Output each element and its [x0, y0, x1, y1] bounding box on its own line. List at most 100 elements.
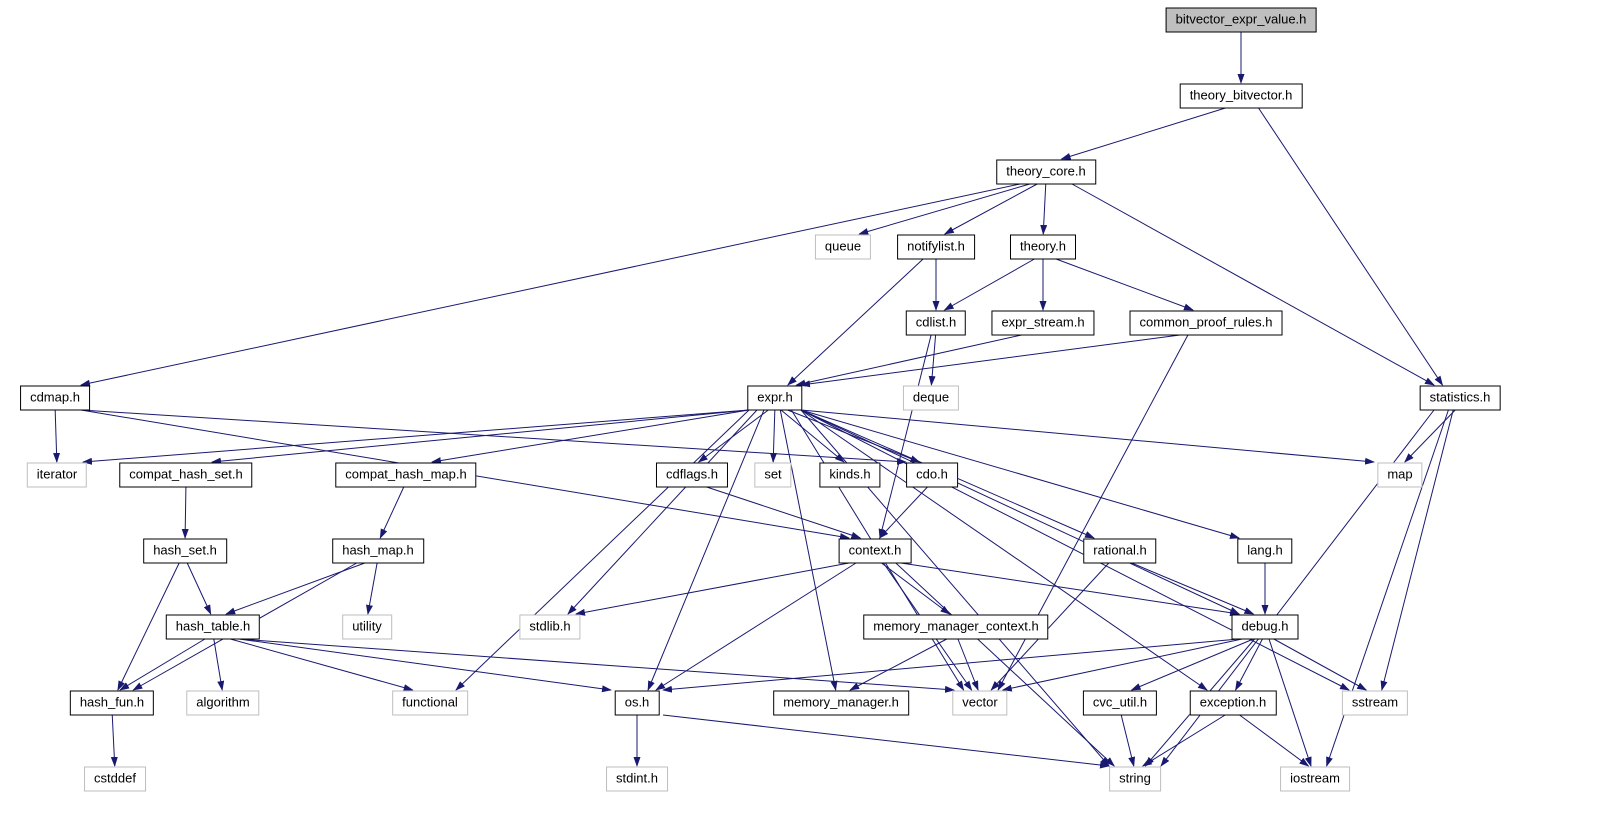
- graph-node-algorithm: algorithm: [186, 690, 260, 716]
- graph-node-set: set: [754, 462, 792, 488]
- graph-node-context[interactable]: context.h: [838, 538, 912, 564]
- graph-node-debug[interactable]: debug.h: [1231, 614, 1299, 640]
- graph-node-theory[interactable]: theory.h: [1009, 234, 1077, 260]
- edge-cdlist-deque: [928, 334, 937, 386]
- edge-theory_core-statistics: [1071, 183, 1435, 386]
- edge-expr-exception: [800, 409, 1208, 691]
- edge-expr-compat_hash_map: [431, 409, 750, 464]
- graph-node-memory_manager[interactable]: memory_manager.h: [773, 690, 909, 716]
- edge-context-stdlib: [575, 562, 850, 616]
- edge-theory_core-cdmap: [80, 183, 1021, 387]
- graph-node-iostream: iostream: [1280, 766, 1350, 792]
- edge-common_proof_rules-expr: [800, 334, 1181, 388]
- graph-node-notifylist[interactable]: notifylist.h: [897, 234, 975, 260]
- edge-expr-memory_manager: [779, 409, 838, 691]
- graph-node-os[interactable]: os.h: [614, 690, 660, 716]
- graph-node-common_proof_rules[interactable]: common_proof_rules.h: [1129, 310, 1283, 336]
- edge-cdmap-iterator: [53, 409, 61, 463]
- edge-rational-debug: [1131, 562, 1255, 615]
- edge-rational-vector: [990, 562, 1110, 691]
- edge-expr-kinds: [780, 409, 845, 463]
- edge-context-string: [895, 562, 1115, 767]
- edge-expr-stdlib: [567, 409, 758, 615]
- graph-node-theory_bitvector[interactable]: theory_bitvector.h: [1179, 83, 1303, 109]
- graph-node-memory_manager_context[interactable]: memory_manager_context.h: [863, 614, 1049, 640]
- edge-hash_table-algorithm: [213, 638, 225, 691]
- edge-expr-cdo: [787, 409, 921, 463]
- graph-node-hash_map[interactable]: hash_map.h: [332, 538, 424, 564]
- graph-node-hash_fun[interactable]: hash_fun.h: [69, 690, 155, 716]
- graph-node-sstream: sstream: [1341, 690, 1409, 716]
- edge-cdflags-context: [706, 486, 862, 539]
- graph-node-compat_hash_set[interactable]: compat_hash_set.h: [119, 462, 253, 488]
- edge-cdo-context: [878, 486, 928, 539]
- edge-context-os: [655, 562, 857, 691]
- graph-node-cdflags[interactable]: cdflags.h: [655, 462, 729, 488]
- edge-memory_manager_context-memory_manager: [849, 638, 948, 691]
- graph-node-cvc_util[interactable]: cvc_util.h: [1082, 690, 1158, 716]
- edge-hash_table-functional: [230, 638, 414, 691]
- edge-expr-debug: [800, 409, 1240, 615]
- graph-node-iterator: iterator: [26, 462, 88, 488]
- graph-node-hash_set[interactable]: hash_set.h: [143, 538, 227, 564]
- edge-debug-cvc_util: [1130, 638, 1254, 691]
- edge-theory_core-notifylist: [943, 183, 1038, 235]
- edge-context-debug: [900, 562, 1240, 617]
- edge-hash_table-os: [238, 638, 612, 693]
- graph-node-deque: deque: [902, 385, 960, 411]
- graph-node-statistics[interactable]: statistics.h: [1419, 385, 1501, 411]
- edge-compat_hash_set-hash_set: [181, 486, 189, 539]
- edge-exception-iostream: [1239, 714, 1310, 767]
- graph-node-kinds[interactable]: kinds.h: [819, 462, 881, 488]
- graph-node-stdint: stdint.h: [606, 766, 668, 792]
- edge-debug-sstream: [1273, 638, 1368, 691]
- graph-node-stdlib: stdlib.h: [519, 614, 581, 640]
- edge-expr-map: [800, 409, 1375, 465]
- edge-expr-iterator: [82, 409, 750, 465]
- edge-expr-set: [769, 409, 777, 463]
- edge-hash_table-hash_fun: [119, 638, 206, 691]
- graph-node-cdlist[interactable]: cdlist.h: [905, 310, 967, 336]
- edge-debug-iostream: [1268, 638, 1312, 767]
- graph-node-utility: utility: [342, 614, 392, 640]
- graph-node-map: map: [1377, 462, 1423, 488]
- edge-hash_map-utility: [366, 562, 378, 615]
- edge-compat_hash_map-hash_map: [379, 486, 405, 539]
- graph-node-exception[interactable]: exception.h: [1189, 690, 1277, 716]
- edge-exception-string: [1141, 714, 1226, 767]
- graph-node-lang[interactable]: lang.h: [1237, 538, 1293, 564]
- edge-theory_bitvector-theory_core: [1060, 107, 1226, 160]
- edge-os-string: [662, 714, 1110, 769]
- edge-hash_fun-cstddef: [110, 714, 118, 767]
- edge-debug-vector: [1001, 638, 1243, 692]
- edge-debug-os: [662, 638, 1240, 693]
- graph-node-vector: vector: [952, 690, 1008, 716]
- graph-node-string: string: [1109, 766, 1161, 792]
- graph-node-queue: queue: [814, 234, 872, 260]
- edge-cvc_util-string: [1120, 714, 1136, 767]
- graph-node-compat_hash_map[interactable]: compat_hash_map.h: [335, 462, 477, 488]
- graph-node-functional: functional: [392, 690, 468, 716]
- graph-node-bitvector_expr_value[interactable]: bitvector_expr_value.h: [1165, 7, 1317, 33]
- graph-node-theory_core[interactable]: theory_core.h: [996, 159, 1096, 185]
- graph-node-hash_table[interactable]: hash_table.h: [165, 614, 261, 640]
- edge-memory_manager_context-vector: [957, 638, 979, 691]
- edge-hash_table-vector: [238, 638, 955, 693]
- edge-theory-common_proof_rules: [1055, 258, 1194, 311]
- graph-node-rational[interactable]: rational.h: [1083, 538, 1157, 564]
- edge-cdmap-cdo: [80, 409, 907, 465]
- graph-node-expr[interactable]: expr.h: [747, 385, 803, 411]
- edge-hash_set-hash_fun: [117, 562, 180, 691]
- edge-expr-sstream: [800, 409, 1350, 691]
- edge-expr-functional: [455, 409, 750, 691]
- graph-node-cstddef: cstddef: [84, 766, 146, 792]
- edge-theory_core-theory: [1040, 183, 1048, 235]
- graph-node-cdmap[interactable]: cdmap.h: [20, 385, 90, 411]
- edge-notifylist-expr: [787, 258, 924, 386]
- edge-expr-compat_hash_set: [211, 409, 750, 465]
- edge-theory_core-queue: [858, 183, 1030, 235]
- graph-node-expr_stream[interactable]: expr_stream.h: [991, 310, 1095, 336]
- graph-node-cdo[interactable]: cdo.h: [906, 462, 958, 488]
- edge-statistics-map: [1404, 409, 1456, 463]
